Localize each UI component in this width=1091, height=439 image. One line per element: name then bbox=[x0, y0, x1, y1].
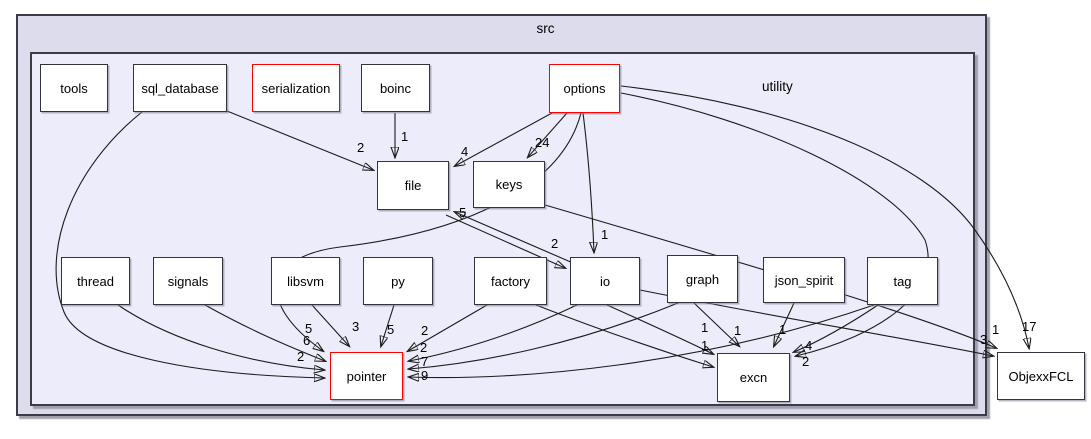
node-sql_database[interactable]: sql_database bbox=[133, 64, 227, 112]
node-factory[interactable]: factory bbox=[474, 257, 547, 305]
src-group-label: src bbox=[536, 21, 555, 36]
node-tools[interactable]: tools bbox=[40, 64, 108, 112]
node-signals[interactable]: signals bbox=[153, 257, 223, 305]
node-objexxfcl[interactable]: ObjexxFCL bbox=[997, 352, 1085, 400]
node-json_spirit[interactable]: json_spirit bbox=[763, 257, 845, 303]
node-py[interactable]: py bbox=[363, 257, 433, 305]
node-thread[interactable]: thread bbox=[61, 257, 130, 305]
edge-count-label: 1 bbox=[992, 322, 999, 337]
node-libsvm[interactable]: libsvm bbox=[271, 257, 340, 305]
node-pointer[interactable]: pointer bbox=[330, 352, 403, 400]
node-excn[interactable]: excn bbox=[717, 353, 790, 402]
node-file[interactable]: file bbox=[377, 161, 449, 210]
node-graph[interactable]: graph bbox=[667, 255, 738, 303]
node-boinc[interactable]: boinc bbox=[361, 64, 430, 112]
node-keys[interactable]: keys bbox=[473, 161, 545, 208]
node-tag[interactable]: tag bbox=[867, 257, 938, 305]
edge-count-label: 17 bbox=[1022, 319, 1036, 334]
utility-group-label: utility bbox=[762, 79, 793, 94]
node-serialization[interactable]: serialization bbox=[252, 64, 340, 112]
node-options[interactable]: options bbox=[549, 64, 620, 113]
node-io[interactable]: io bbox=[570, 257, 640, 305]
